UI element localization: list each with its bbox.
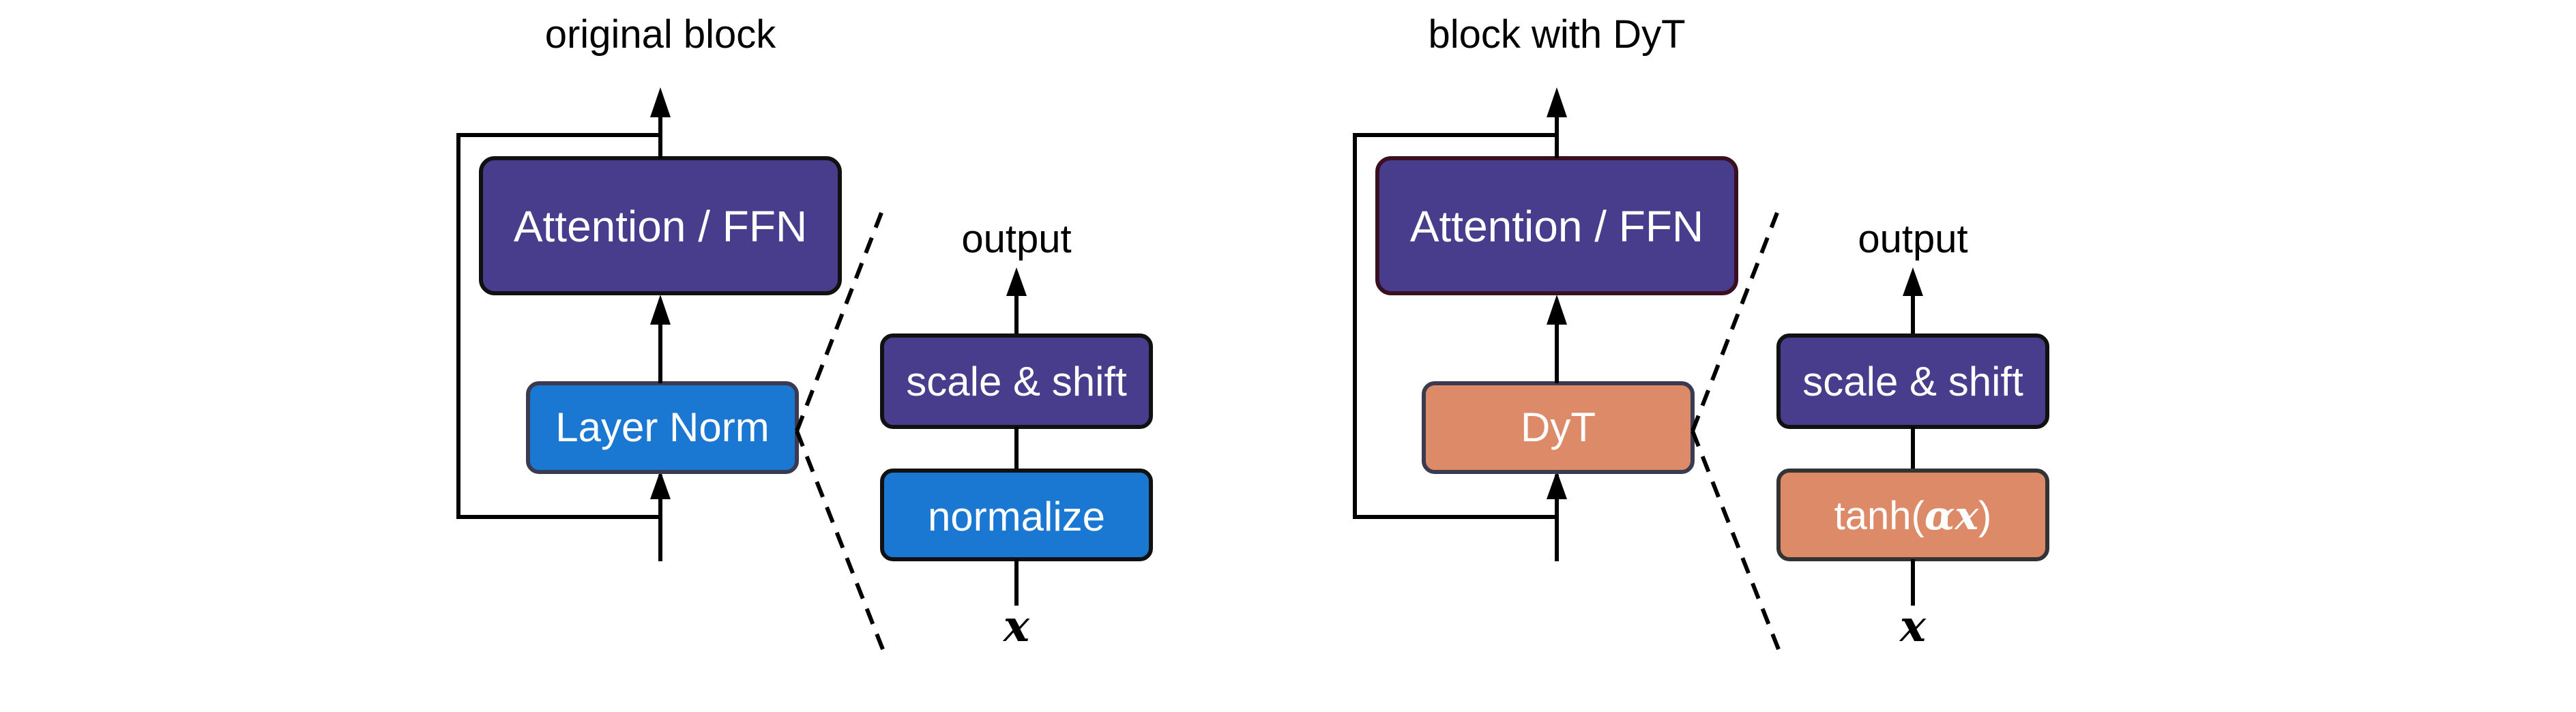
dyt-block-output-arrowhead xyxy=(1547,87,1567,117)
zoom-line-lower xyxy=(795,430,885,651)
tanh-suffix: ) xyxy=(1978,494,1991,538)
detail-input-label: x xyxy=(1002,601,1030,652)
norm-to-attention-arrowhead xyxy=(650,295,671,325)
detail-output-label: output xyxy=(961,217,1071,261)
tanh-math: αx xyxy=(1924,492,1980,539)
layer-norm-label: Layer Norm xyxy=(555,404,769,450)
dyt-detail-output-label: output xyxy=(1858,217,1967,261)
scale-shift-label: scale & shift xyxy=(906,359,1127,404)
tanh-label: tanh(αx) xyxy=(1834,492,1992,539)
dyt-scale-shift-label: scale & shift xyxy=(1802,359,2023,404)
dyt-residual-connection xyxy=(1353,133,1557,519)
original-block-panel: original block Layer Norm Attention / FF… xyxy=(456,12,1153,652)
dyt-zoom-line-upper xyxy=(1690,211,1779,432)
dyt-attention-ffn-label: Attention / FFN xyxy=(1410,202,1703,251)
dyt-label: DyT xyxy=(1521,404,1596,450)
dyt-detail-output-arrowhead xyxy=(1903,267,1923,296)
original-block-title: original block xyxy=(545,12,777,57)
dyt-input-arrowhead xyxy=(1547,471,1567,499)
dyt-block-title: block with DyT xyxy=(1428,12,1685,57)
detail-output-arrowhead xyxy=(1006,267,1027,296)
dyt-block-panel: block with DyT DyT Attention / FFN outpu… xyxy=(1353,12,2049,652)
dyt-zoom-line-lower xyxy=(1690,430,1781,651)
attention-ffn-label: Attention / FFN xyxy=(514,202,807,251)
normalize-label: normalize xyxy=(928,494,1105,539)
zoom-line-upper xyxy=(795,211,883,432)
dyt-detail-input-label: x xyxy=(1899,601,1927,652)
tanh-prefix: tanh( xyxy=(1834,494,1924,538)
dyt-to-attention-arrowhead xyxy=(1547,295,1567,325)
residual-connection xyxy=(456,133,660,519)
input-arrowhead xyxy=(650,471,671,499)
block-output-arrowhead xyxy=(650,87,671,117)
